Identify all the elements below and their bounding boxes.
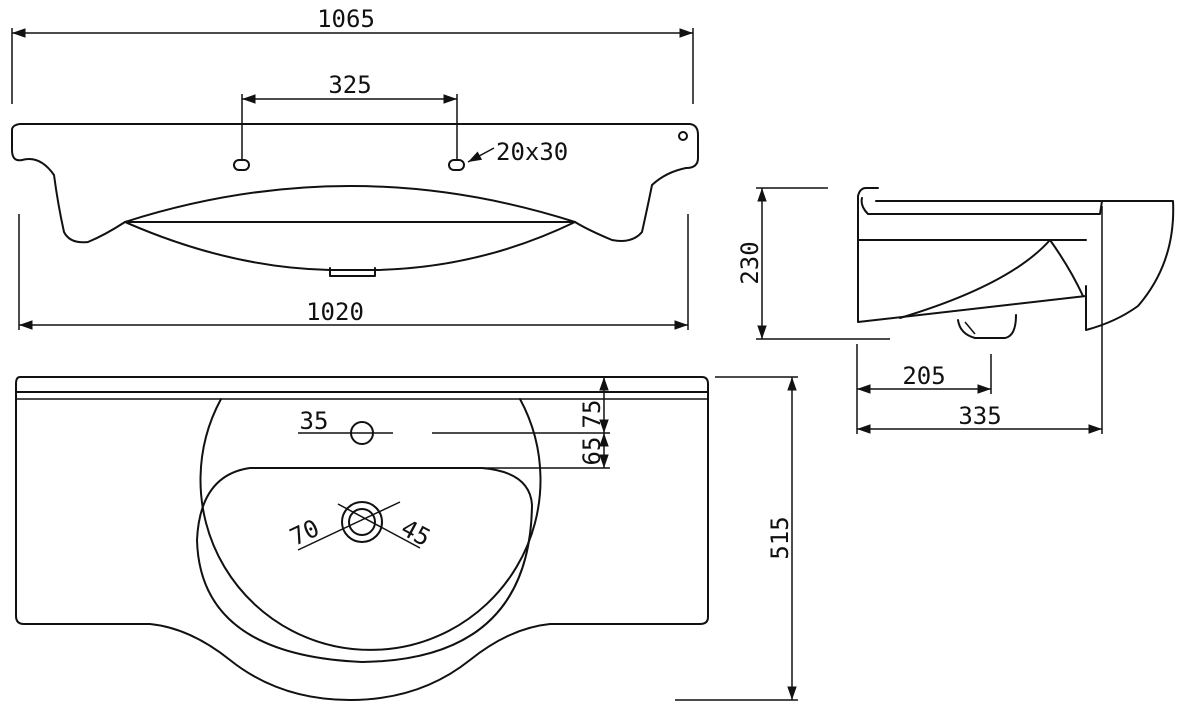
dim-20x30-label: 20x30 — [496, 138, 568, 166]
front-view-outline — [11, 123, 699, 244]
basin-lower-curve — [124, 221, 576, 271]
top-view-outline — [15, 376, 709, 701]
basin-outline — [199, 398, 542, 651]
dim-1065-label: 1065 — [317, 5, 375, 33]
top-view: 35 75 65 70 45 515 — [15, 376, 798, 701]
dim-45-label: 45 — [396, 514, 435, 552]
basin-shelf — [196, 467, 533, 663]
dim-70-line — [297, 501, 401, 551]
dim-325-label: 325 — [328, 71, 371, 99]
side-view-bowl — [899, 239, 1051, 319]
dim-35-label: 35 — [300, 407, 329, 435]
side-view-rim — [860, 197, 1175, 331]
dim-205-label: 205 — [902, 362, 945, 390]
drain-outlet — [329, 267, 376, 277]
overflow-hole — [678, 131, 688, 141]
tap-slot-right — [448, 159, 465, 171]
dim-230-label: 230 — [736, 241, 764, 284]
tap-slot-left — [233, 159, 250, 171]
dim-70-label: 70 — [286, 514, 324, 552]
side-view: 230 205 335 — [736, 187, 1175, 434]
dim-515-label: 515 — [766, 516, 794, 559]
dim-20x30-leader — [467, 147, 495, 163]
side-view-bowl-inner — [1049, 239, 1084, 297]
dim-75-label: 75 — [578, 400, 606, 429]
side-view-outlet — [957, 314, 1017, 339]
drain-outer-ring — [341, 501, 383, 543]
basin-upper-curve — [124, 185, 576, 223]
dim-1020-label: 1020 — [306, 298, 364, 326]
side-view-outlet-detail — [964, 321, 976, 335]
dim-45-line — [337, 503, 421, 549]
front-view: 1065 325 20x30 1020 — [11, 5, 699, 330]
dim-335-label: 335 — [958, 402, 1001, 430]
dim-65-label: 65 — [578, 437, 606, 466]
side-view-rear — [857, 187, 1087, 323]
drain-inner-ring — [348, 508, 376, 536]
